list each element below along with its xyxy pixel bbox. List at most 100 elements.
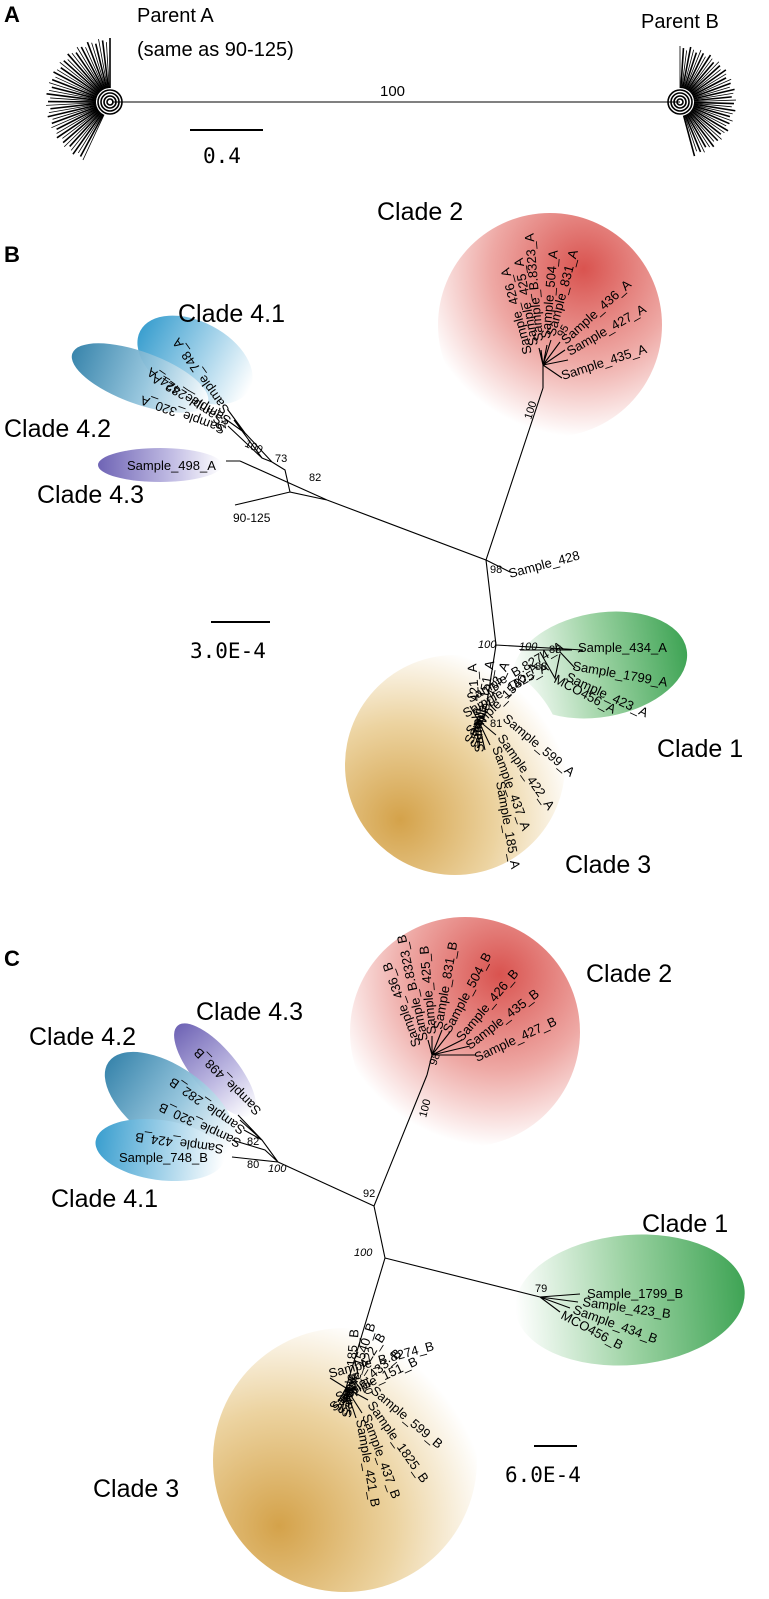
tree-c-clade4-branches — [231, 1114, 279, 1163]
fan-tip — [692, 78, 732, 97]
fan-tip — [693, 104, 733, 115]
fan-tip — [687, 112, 715, 148]
bootstrap-label: 100 — [417, 1098, 433, 1119]
bootstrap-label: 82 — [309, 472, 321, 484]
tree-b-clade1-branches — [520, 649, 584, 681]
tree-b-clade3-branches — [469, 705, 497, 751]
leaf-label: Sample_1799_B — [587, 1286, 683, 1301]
fan-tip — [51, 86, 97, 100]
tree-b-backbone — [234, 387, 584, 716]
bootstrap-label: 100 — [522, 400, 539, 421]
bootstrap-label: 97 — [214, 419, 230, 435]
clade-1-shape-c — [515, 1234, 745, 1366]
parent-a-fan-icon — [46, 38, 123, 161]
bootstrap-label: 82 — [247, 1136, 259, 1148]
fan-tip — [80, 46, 105, 90]
fan-tip — [85, 47, 105, 90]
fan-tip — [690, 111, 722, 140]
clade-2-label-c: Clade 2 — [586, 960, 672, 988]
fan-tip — [77, 113, 103, 154]
fan-tip — [67, 53, 102, 93]
parent-a-note: (same as 90-125) — [137, 39, 294, 61]
fan-ring — [673, 95, 687, 109]
fan-tip — [681, 46, 692, 89]
fan-tip — [686, 56, 706, 90]
scale-label-b: 3.0E-4 — [190, 639, 266, 663]
leaf-label: Sample_428 — [507, 548, 581, 581]
bootstrap-label: 98 — [428, 1051, 443, 1067]
fan-tip — [59, 61, 100, 94]
bootstrap-label: 95 — [555, 323, 572, 340]
fan-tip — [53, 71, 99, 97]
fan-tip — [691, 73, 727, 96]
clade-1-label-b: Clade 1 — [657, 735, 743, 763]
clade-4-1-shape-c — [95, 1118, 225, 1182]
fan-tip — [50, 102, 97, 110]
fan-tip — [693, 106, 733, 122]
parent-a-label: Parent A — [137, 5, 214, 27]
fan-tip — [685, 114, 705, 153]
fan-tip — [687, 113, 711, 148]
fan-tip — [63, 60, 101, 94]
bootstrap-label: 100 — [478, 639, 497, 651]
scale-label-c: 6.0E-4 — [505, 1463, 581, 1487]
fan-tip — [684, 115, 698, 152]
fan-tip — [693, 96, 732, 102]
leaf-label: 90-125 — [233, 511, 271, 525]
fan-tip — [681, 50, 688, 89]
bootstrap-label: 88 — [535, 661, 547, 673]
fan-tip — [692, 108, 727, 127]
bootstrap-label: 92 — [363, 1188, 375, 1200]
panel-label-a: A — [4, 2, 20, 27]
fan-tip — [689, 111, 719, 142]
fan-tip — [69, 111, 102, 147]
fan-tip — [691, 108, 729, 132]
fan-tip — [691, 109, 725, 134]
fan-tip — [685, 52, 705, 90]
fan-tip — [48, 104, 97, 114]
fan-ring — [676, 98, 684, 106]
bootstrap-label: 98 — [490, 564, 502, 576]
tree-b-clade4-branches — [223, 409, 273, 463]
bootstrap-label: 79 — [535, 1283, 547, 1295]
fan-tip — [72, 112, 103, 155]
fan-tip — [693, 88, 735, 100]
tree-c-clade2-branches — [426, 1029, 476, 1076]
fan-tip — [693, 103, 736, 112]
fan-tip — [689, 65, 721, 94]
fan-tip — [692, 82, 731, 98]
fan-tip — [82, 114, 105, 161]
panel-b: B Clade 2 Clade 4.1 Clade 4.2 Clade 4.3 … — [4, 198, 743, 879]
bootstrap-label: 73 — [275, 453, 287, 465]
fan-tip — [56, 109, 99, 139]
clade-2-label-b: Clade 2 — [377, 198, 463, 226]
panel-c: C Clade 2 Clade 4.3 Clade 4.2 Clade 4.1 … — [4, 917, 745, 1592]
panel-label-b: B — [4, 242, 20, 267]
clade-4-2-label-b: Clade 4.2 — [4, 415, 111, 443]
leaf-label: Sample_434_A — [578, 640, 667, 655]
fan-tip — [86, 41, 106, 90]
fan-tip — [693, 86, 730, 99]
fan-tip — [693, 101, 735, 105]
leaf-label: Sample_748_B — [119, 1150, 208, 1165]
fan-tip — [51, 107, 98, 129]
clade-4-1-label-c: Clade 4.1 — [51, 1185, 158, 1213]
bootstrap-label: 100 — [243, 438, 265, 457]
fan-tip — [46, 93, 97, 102]
clade-1-shape-b — [512, 611, 688, 719]
fan-tip — [688, 61, 715, 92]
fan-tip — [688, 112, 715, 142]
tree-c-backbone — [277, 1074, 541, 1369]
clade-3-shape-b — [345, 655, 565, 875]
clade-4-3-label-b: Clade 4.3 — [37, 481, 144, 509]
fan-tip — [692, 106, 730, 125]
fan-tip — [70, 112, 102, 151]
fan-tip — [686, 113, 707, 148]
clade-1-label-c: Clade 1 — [642, 1210, 728, 1238]
fan-tip — [51, 106, 98, 125]
bootstrap-100-a: 100 — [380, 83, 405, 100]
fan-tip — [76, 46, 104, 91]
bootstrap-label: 85 — [549, 644, 561, 656]
panel-a: A Parent A (same as 90-125) Parent B 100… — [4, 2, 736, 168]
fan-tip — [693, 99, 736, 102]
